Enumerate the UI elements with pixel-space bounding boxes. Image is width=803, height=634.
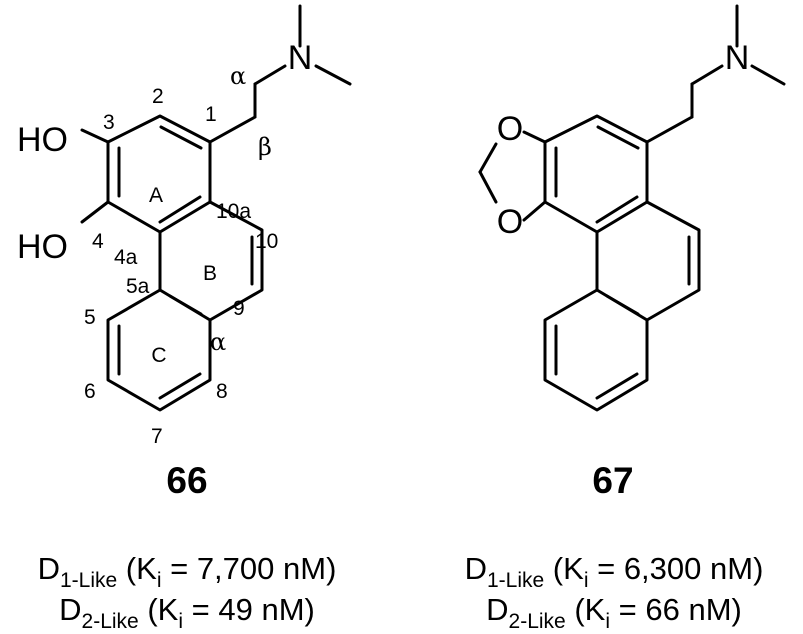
oh-bond-bottom	[80, 200, 110, 224]
chain-bond-n-alpha	[253, 64, 287, 86]
position-1-label: 1	[205, 103, 217, 126]
compound-67-d1-affinity: D1-Like (Ki = 6,300 nM)	[465, 551, 764, 592]
nitrogen-atom: N	[725, 39, 750, 77]
position-2-label: 2	[152, 85, 164, 108]
compound-67-number: 67	[592, 460, 633, 501]
dioxole-bond-top	[522, 130, 547, 144]
compound-66-d2-affinity: D2-Like (Ki = 49 nM)	[59, 592, 315, 633]
ring-b-bonds	[158, 200, 264, 322]
ring-c-bonds	[106, 288, 212, 412]
compound-67-bonds	[478, 4, 786, 412]
alpha-ring-label: α	[210, 328, 226, 356]
ring-c-double-bond-3	[168, 294, 203, 316]
dioxole-bond-bottom	[522, 200, 547, 222]
dioxole-ch2-bond-bottom	[478, 170, 498, 204]
position-7-label: 7	[151, 425, 163, 448]
ring-c-double-bond-2	[595, 372, 639, 400]
position-9-label: 9	[233, 297, 245, 320]
compound-67-structure: N O O	[478, 4, 786, 412]
alpha-chain-label: α	[230, 62, 246, 90]
position-3-label: 3	[103, 111, 115, 134]
compound-66-bonds	[80, 4, 352, 412]
compound-66-d1-affinity: D1-Like (Ki = 7,700 nM)	[38, 551, 337, 592]
ring-a-double-bond-1	[596, 125, 640, 150]
oxygen-top-label: O	[497, 110, 523, 148]
ring-a-double-bond-3	[158, 195, 202, 224]
ring-c-double-bond-3	[605, 294, 640, 316]
compound-66-number: 66	[166, 460, 207, 501]
chain-bond-beta-ring	[645, 115, 694, 144]
oxygen-bottom-label: O	[497, 203, 523, 241]
ring-a-double-bond-3	[595, 195, 639, 224]
ring-b-bonds	[595, 200, 701, 322]
dioxole-ch2-bond-top	[478, 142, 498, 174]
position-10a-label: 10a	[216, 200, 251, 223]
position-5-label: 5	[84, 306, 96, 329]
position-10-label: 10	[255, 230, 278, 253]
position-4-label: 4	[92, 230, 104, 253]
position-6-label: 6	[84, 380, 96, 403]
position-5a-label: 5a	[126, 275, 150, 298]
chain-bond-n-alpha	[690, 64, 724, 86]
compound-67-d2-affinity: D2-Like (Ki = 66 nM)	[486, 592, 742, 633]
ring-a-double-bond-1	[159, 125, 203, 150]
hydroxyl-bottom-label: HO	[17, 228, 68, 266]
n-methyl-bond-right	[750, 64, 786, 86]
chain-bond-beta-ring	[208, 115, 257, 144]
n-methyl-bond-right	[314, 64, 352, 86]
beta-chain-label: β	[258, 133, 272, 161]
ring-a-bonds	[543, 114, 649, 234]
ring-a-label: A	[149, 184, 163, 207]
ring-c-label: C	[151, 344, 166, 367]
ring-c-double-bond-2	[158, 372, 202, 400]
oh-bond-top	[80, 128, 110, 144]
hydroxyl-top-label: HO	[17, 121, 68, 159]
ring-b-label: B	[203, 262, 217, 285]
position-8-label: 8	[216, 380, 228, 403]
ring-a-bonds	[106, 114, 212, 234]
nitrogen-atom: N	[288, 39, 313, 77]
position-4a-label: 4a	[114, 246, 138, 269]
compound-66-structure: N HO HO A B C 1 2 3 4 4a 5a 5 6 7 8 9 10…	[17, 4, 352, 448]
ring-c-bonds	[543, 288, 649, 412]
